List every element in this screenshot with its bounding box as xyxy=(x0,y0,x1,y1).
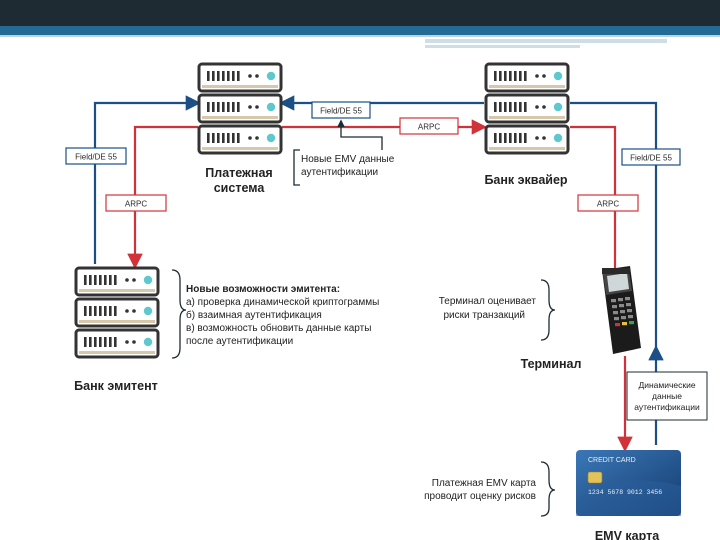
title-bar-underline xyxy=(0,35,720,37)
server-unit xyxy=(74,266,160,297)
svg-text:проводит оценку рисков: проводит оценку рисков xyxy=(424,491,536,502)
acquirer-label: Банк эквайер xyxy=(484,173,567,187)
issuer-server-icon xyxy=(74,266,160,359)
svg-text:в) возможность обновить данные: в) возможность обновить данные карты xyxy=(186,322,371,334)
label-field-de55-left: Field/DE 55 xyxy=(65,147,127,165)
server-unit xyxy=(484,124,570,155)
svg-text:Терминал оценивает: Терминал оценивает xyxy=(439,296,537,307)
payment-system-server-icon xyxy=(197,62,283,155)
svg-text:риски транзакций: риски транзакций xyxy=(443,310,525,321)
header-accent-line xyxy=(425,39,667,43)
server-unit xyxy=(197,62,283,93)
pos-terminal-icon xyxy=(602,266,641,354)
acquirer-server-icon xyxy=(484,62,570,155)
dynamic-auth-data-note: Динамические данные аутентификации xyxy=(626,371,708,421)
svg-text:б) взаимная аутентификация: б) взаимная аутентификация xyxy=(186,309,322,321)
terminal-label: Терминал xyxy=(521,357,582,371)
server-unit xyxy=(197,93,283,124)
svg-text:Field/DE 55: Field/DE 55 xyxy=(75,153,117,162)
svg-text:а) проверка динамической крипт: а) проверка динамической криптограммы xyxy=(186,297,379,308)
title-bar-accent xyxy=(0,26,720,35)
server-unit xyxy=(74,328,160,359)
card-risk-note: Платежная EMV карта проводит оценку риск… xyxy=(424,461,556,517)
new-emv-data-note: Новые EMV данные аутентификации xyxy=(293,119,395,186)
svg-text:аутентификации: аутентификации xyxy=(634,402,700,412)
svg-text:Платежная EMV карта: Платежная EMV карта xyxy=(432,478,537,489)
svg-text:после аутентификации: после аутентификации xyxy=(186,335,293,347)
label-arpc-left: ARPC xyxy=(105,194,167,212)
svg-text:Field/DE 55: Field/DE 55 xyxy=(320,107,362,116)
svg-text:ARPC: ARPC xyxy=(418,123,440,132)
payment-system-label-line2: система xyxy=(214,181,266,195)
label-arpc-right: ARPC xyxy=(577,194,639,212)
server-unit xyxy=(484,62,570,93)
svg-text:аутентификации: аутентификации xyxy=(301,166,378,178)
label-field-de55-right: Field/DE 55 xyxy=(621,148,681,166)
title-bar xyxy=(0,0,720,26)
svg-text:ARPC: ARPC xyxy=(597,200,619,209)
svg-text:данные: данные xyxy=(652,391,682,401)
issuer-label: Банк эмитент xyxy=(74,379,158,393)
svg-text:Динамические: Динамические xyxy=(638,380,695,390)
svg-text:1234 5678 9012 3456: 1234 5678 9012 3456 xyxy=(588,489,662,496)
label-field-de55-center: Field/DE 55 xyxy=(311,101,371,119)
server-unit xyxy=(74,297,160,328)
svg-text:ARPC: ARPC xyxy=(125,200,147,209)
label-arpc-center: ARPC xyxy=(399,117,459,135)
svg-text:Новые EMV данные: Новые EMV данные xyxy=(301,154,395,165)
svg-text:Новые возможности эмитента:: Новые возможности эмитента: xyxy=(186,284,340,295)
header-accent-line xyxy=(425,45,580,48)
emv-card-label: EMV карта xyxy=(595,529,660,540)
server-unit xyxy=(197,124,283,155)
svg-text:Field/DE 55: Field/DE 55 xyxy=(630,154,672,163)
payment-system-label-line1: Платежная xyxy=(205,166,272,180)
svg-text:CREDIT CARD: CREDIT CARD xyxy=(588,457,636,464)
server-unit xyxy=(484,93,570,124)
issuer-capabilities-note: Новые возможности эмитента: а) проверка … xyxy=(171,269,379,359)
credit-card-icon: CREDIT CARD 1234 5678 9012 3456 xyxy=(576,450,681,516)
terminal-risk-note: Терминал оценивает риски транзакций xyxy=(439,279,556,341)
